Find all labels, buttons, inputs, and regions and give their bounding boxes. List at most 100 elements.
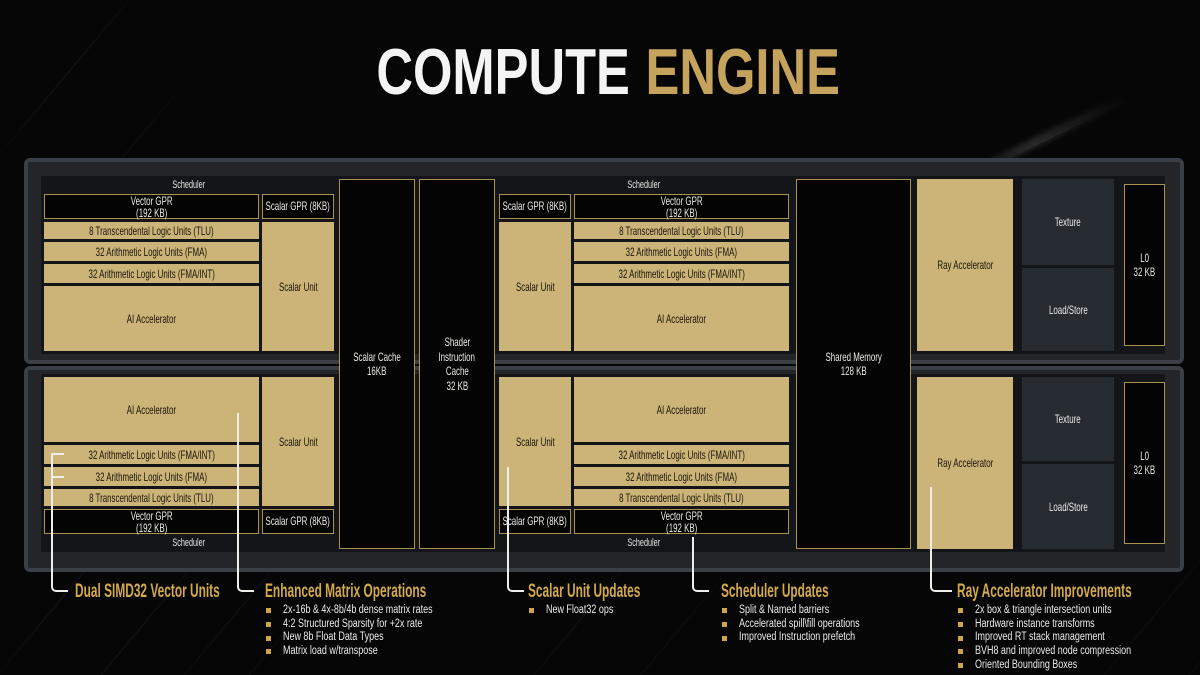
vector-gpr-size: (192 KB) [665,520,698,535]
bullet-square-icon [722,635,727,641]
ai-accelerator-box: AI Accelerator [574,377,789,442]
ray-accelerator-box-top: Ray Accelerator [917,179,1013,351]
title-word-engine: ENGINE [645,35,840,108]
callout-bullets-scheduler: Split & Named barriers Accelerated spill… [722,604,894,645]
bullet-item: Matrix load w/transpose [266,645,475,659]
shared-memory-label: Shared Memory [825,349,882,364]
bullet-text: Accelerated spill\fill operations [739,617,860,630]
bullet-item: 2x-16b & 4x-8b/4b dense matrix rates [266,604,475,618]
scalar-gpr-label: Scalar GPR (8KB) [265,514,331,529]
title-word-compute: COMPUTE [376,35,630,108]
tlu-label: 8 Transcendental Logic Units (TLU) [89,223,214,238]
bullet-square-icon [958,649,963,655]
bullet-text: Split & Named barriers [739,604,830,616]
fma-box: 32 Arithmetic Logic Units (FMA) [574,467,789,486]
bullet-text: Oriented Bounding Boxes [975,658,1078,671]
ai-accelerator-label: AI Accelerator [126,311,177,326]
bullet-square-icon [529,608,534,614]
compute-unit-top-right: Scheduler Scalar GPR (8KB) Scalar Unit V… [499,179,789,351]
vector-gpr-size: (192 KB) [135,520,168,535]
fma-box: 32 Arithmetic Logic Units (FMA) [44,242,259,261]
bullet-square-icon [722,608,727,614]
l0-label: L0 [1140,250,1149,265]
bullet-item: Split & Named barriers [722,604,894,618]
fma-box: 32 Arithmetic Logic Units (FMA) [44,467,259,486]
bullet-square-icon [958,608,963,614]
callout-line-ray [930,487,952,592]
vector-gpr-label: Vector GPR [130,508,173,523]
scalar-gpr-box: Scalar GPR (8KB) [499,194,571,219]
bullet-item: Improved RT stack management [958,631,1175,645]
bullet-square-icon [266,635,271,641]
bullet-text: Matrix load w/transpose [283,645,378,658]
bullet-item: New Float32 ops [529,604,632,618]
ai-accelerator-label: AI Accelerator [126,402,177,417]
bullet-text: 2x-16b & 4x-8b/4b dense matrix rates [283,604,433,616]
vector-gpr-box: Vector GPR(192 KB) [574,509,789,534]
scalar-cache-size: 16KB [367,364,387,378]
scalar-gpr-label: Scalar GPR (8KB) [502,199,568,214]
scheduler-label: Scheduler [627,537,661,549]
bullet-square-icon [266,649,271,655]
callout-line-scalar [507,467,524,592]
shader-cache-label: Shader [444,335,470,349]
texture-box-top: Texture [1022,179,1114,265]
bullet-text: New Float32 ops [546,604,614,616]
vector-gpr-size: (192 KB) [665,205,698,220]
scalar-gpr-label: Scalar GPR (8KB) [502,514,568,529]
load-store-box-bottom: Load/Store [1022,464,1114,549]
bullet-item: Hardware instance transforms [958,618,1175,632]
scheduler-bar: Scheduler [44,179,334,191]
load-store-label: Load/Store [1048,302,1088,317]
tlu-label: 8 Transcendental Logic Units (TLU) [619,490,744,505]
ray-accelerator-label: Ray Accelerator [937,258,993,272]
fma-box: 32 Arithmetic Logic Units (FMA) [574,242,789,261]
texture-label: Texture [1055,215,1081,229]
callout-heading-scalar: Scalar Unit Updates [528,580,641,602]
compute-unit-bottom-left: AI Accelerator 32 Arithmetic Logic Units… [44,377,334,549]
scalar-cache-label: Scalar Cache [353,349,401,364]
fma-int-box: 32 Arithmetic Logic Units (FMA/INT) [44,264,259,283]
compute-unit-bottom-right: Scalar Unit Scalar GPR (8KB) AI Accelera… [499,377,789,549]
texture-label: Texture [1055,412,1081,426]
bullet-item: Improved Instruction prefetch [722,631,894,645]
ai-accelerator-box: AI Accelerator [44,286,259,351]
scheduler-bar: Scheduler [499,179,789,191]
load-store-label: Load/Store [1048,499,1088,514]
fma-int-box: 32 Arithmetic Logic Units (FMA/INT) [574,445,789,464]
scalar-gpr-box: Scalar GPR (8KB) [262,194,334,219]
scheduler-bar: Scheduler [499,537,789,549]
ray-accelerator-label: Ray Accelerator [937,456,993,470]
ai-accelerator-label: AI Accelerator [656,402,707,417]
fma-int-label: 32 Arithmetic Logic Units (FMA/INT) [88,266,215,281]
callout-line-matrix [237,413,254,592]
scheduler-label: Scheduler [172,179,206,191]
ai-accelerator-box: AI Accelerator [44,377,259,442]
scalar-gpr-box: Scalar GPR (8KB) [262,509,334,534]
l0-size: 32 KB [1133,463,1156,477]
scalar-unit-box: Scalar Unit [499,377,571,506]
vector-gpr-label: Vector GPR [660,193,703,208]
scalar-unit-box: Scalar Unit [262,377,334,506]
bullet-item: Accelerated spill\fill operations [722,618,894,632]
vector-gpr-size: (192 KB) [135,205,168,220]
tlu-box: 8 Transcendental Logic Units (TLU) [574,489,789,506]
bullet-text: 4:2 Structured Sparsity for +2x rate [283,617,423,630]
callout-heading-matrix: Enhanced Matrix Operations [265,580,427,602]
texture-box-bottom: Texture [1022,377,1114,461]
l0-label: L0 [1140,448,1149,463]
fma-label: 32 Arithmetic Logic Units (FMA) [625,469,738,484]
tlu-box: 8 Transcendental Logic Units (TLU) [574,222,789,239]
shared-memory-size: 128 KB [840,364,867,378]
fma-int-label: 32 Arithmetic Logic Units (FMA/INT) [618,447,745,462]
shader-cache-label: Instruction [438,349,476,364]
scalar-unit-label: Scalar Unit [515,434,555,449]
tlu-box: 8 Transcendental Logic Units (TLU) [44,489,259,506]
bullet-text: Improved RT stack management [975,631,1105,644]
callout-line-scheduler [692,537,709,592]
